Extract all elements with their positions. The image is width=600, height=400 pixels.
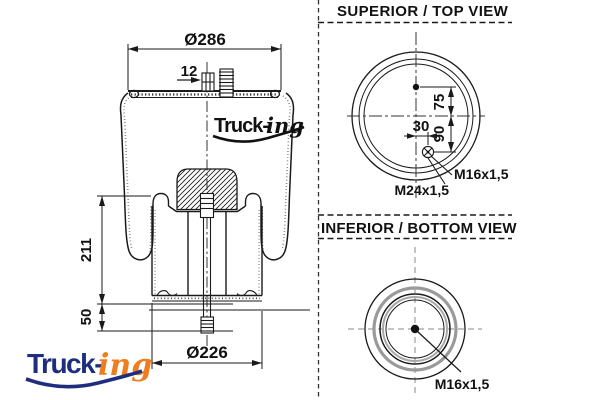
dim-90-label: 90 <box>431 126 448 143</box>
side-view-drawing: Ø286 12 <box>78 30 310 369</box>
bellows-logo: Truck- ing <box>212 113 305 143</box>
bottom-view-panel: INFERIOR / BOTTOM VIEW M16x1,5 <box>318 214 517 393</box>
dim-12 <box>177 77 201 83</box>
rod-and-nut <box>199 192 215 334</box>
dim-211-50 <box>97 195 233 332</box>
dim-226 <box>151 303 263 369</box>
piston-body <box>149 206 310 311</box>
label-m24-top: M24x1,5 <box>395 182 450 198</box>
air-fitting-stud <box>201 72 215 92</box>
threaded-stud <box>219 68 234 98</box>
dim-top-diameter-label: Ø286 <box>184 30 226 49</box>
leader-m24-top <box>427 157 446 185</box>
dim-bottom-diameter-label: Ø226 <box>186 343 228 362</box>
top-view-title: SUPERIOR / TOP VIEW <box>337 3 509 20</box>
dim-286 <box>127 44 282 90</box>
top-view-panel: SUPERIOR / TOP VIEW 75 90 <box>318 3 512 198</box>
dim-stud-label: 12 <box>181 63 198 80</box>
brand-logo: Truck- ing <box>25 348 152 389</box>
dim-75-label: 75 <box>431 94 448 111</box>
label-m16-top: M16x1,5 <box>454 166 509 182</box>
bellows-body <box>119 92 295 261</box>
leader-m16-top <box>430 155 453 176</box>
brand-logo-swoosh <box>25 369 143 389</box>
dim-lower-height-label: 50 <box>78 309 95 326</box>
dim-30 <box>404 132 437 145</box>
bellows-logo-text-bold: Truck- <box>214 115 268 137</box>
bottom-view-title: INFERIOR / BOTTOM VIEW <box>321 220 517 237</box>
leader-m16-bottom <box>416 330 462 373</box>
dim-height-label: 211 <box>78 238 95 262</box>
brand-logo-text-bold: Truck- <box>27 348 103 379</box>
label-m16-bottom: M16x1,5 <box>435 376 490 392</box>
top-view-hole <box>421 145 435 159</box>
bumper-block <box>176 168 238 211</box>
bellows-logo-swoosh <box>212 125 305 143</box>
dim-75-90 <box>420 86 456 153</box>
dim-30-label: 30 <box>413 118 430 135</box>
top-view-stud-point <box>412 83 420 91</box>
